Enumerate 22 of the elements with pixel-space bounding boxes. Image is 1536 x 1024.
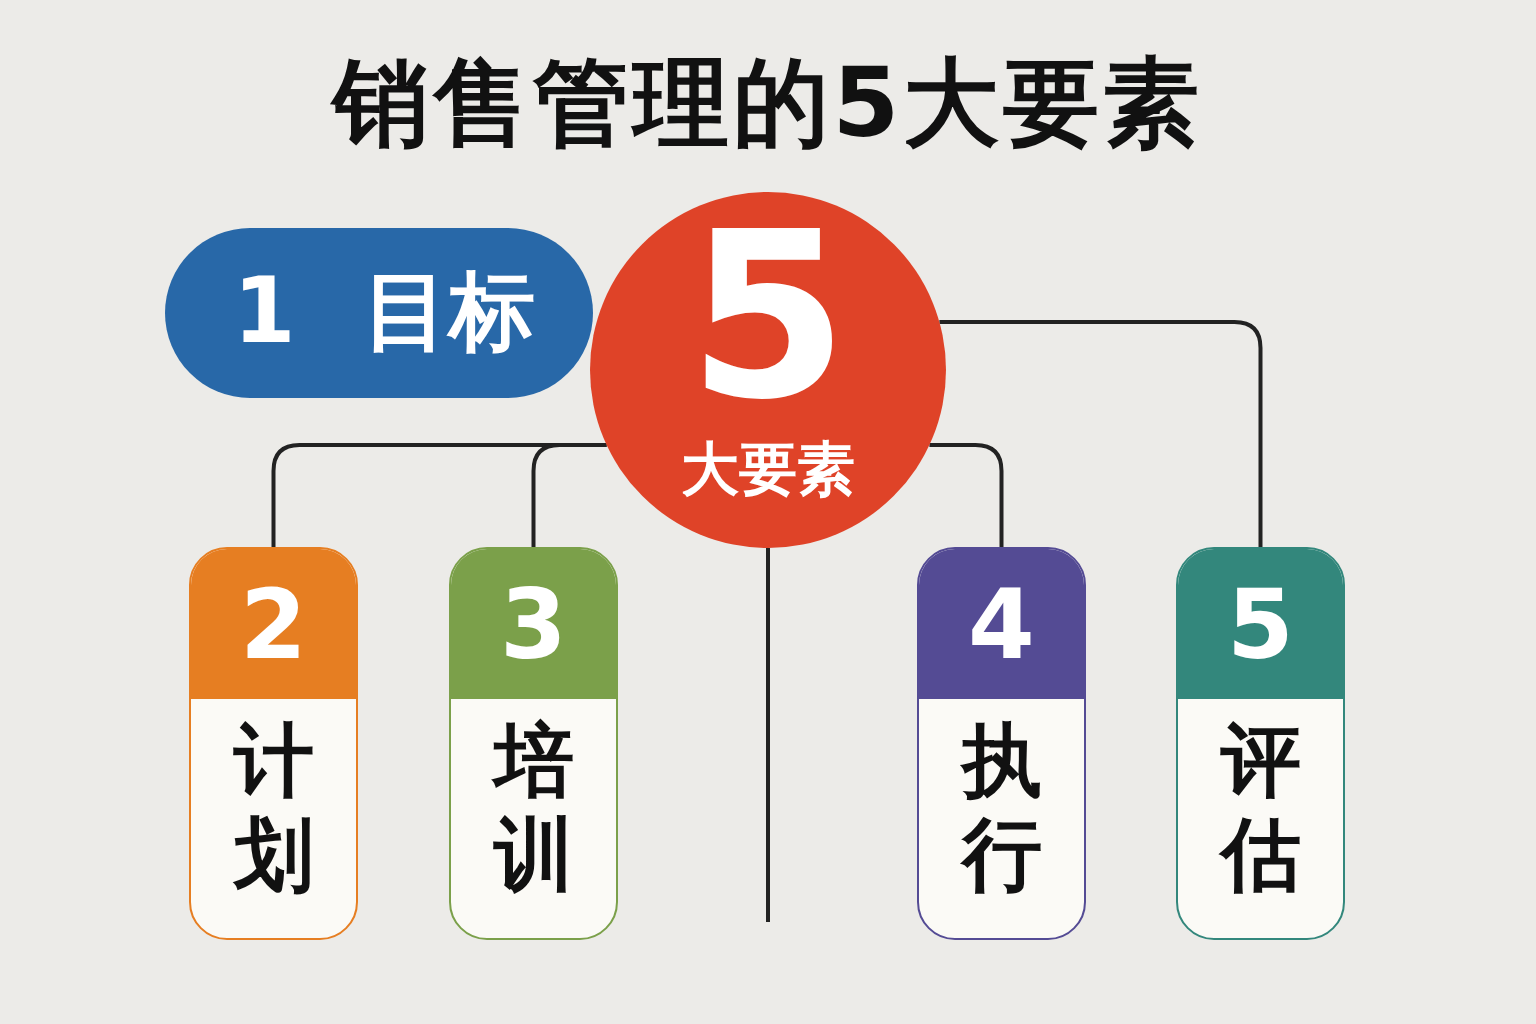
label: 目标 [363, 268, 535, 354]
connector-line [929, 443, 1004, 547]
step-label: 培训 [493, 714, 574, 903]
step-label: 评估 [1220, 714, 1301, 903]
number: 1 [233, 266, 296, 356]
title: 销售管理的5大要素 [329, 46, 1205, 161]
center-circle [590, 192, 946, 548]
step-label: 计划 [233, 714, 314, 903]
connector-line [766, 548, 770, 922]
connector-line [939, 320, 1263, 547]
step-card [449, 547, 618, 940]
step-number: 4 [967, 577, 1036, 673]
step-number: 2 [239, 577, 308, 673]
title-pill [165, 228, 593, 398]
big-number: 5 [687, 202, 848, 432]
step-card [1176, 547, 1345, 940]
step-label: 执行 [961, 714, 1042, 903]
step-card [917, 547, 1086, 940]
subtitle: 大要素 [680, 440, 856, 498]
step-card [189, 547, 358, 940]
step-number: 5 [1226, 577, 1295, 673]
step-number: 3 [499, 577, 568, 673]
